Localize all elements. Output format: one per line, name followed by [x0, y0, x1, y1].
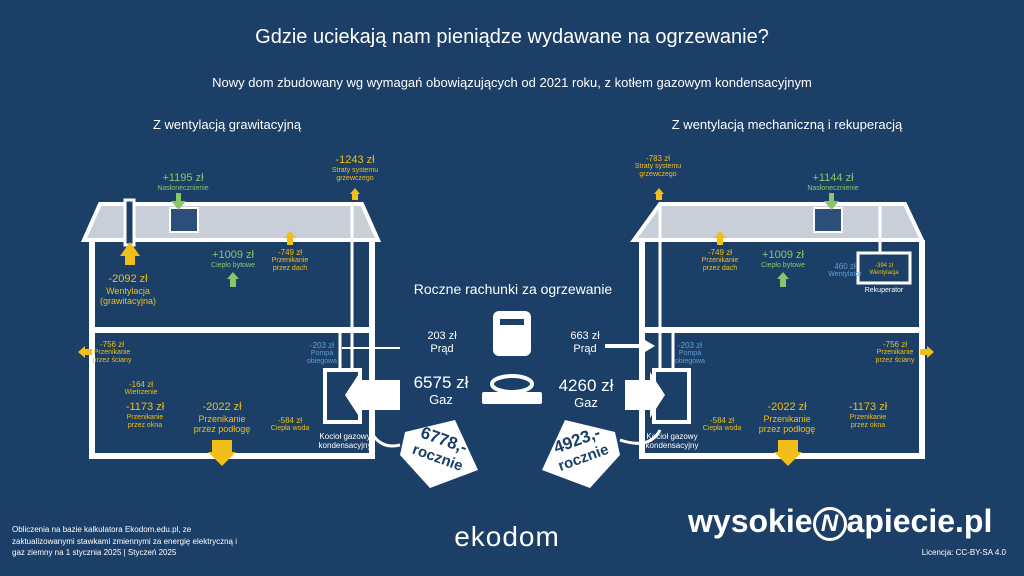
lightning-n-icon: N [812, 506, 847, 541]
gain-arrows [171, 193, 839, 287]
footer-note: Obliczenia na bazie kalkulatora Ekodom.e… [12, 525, 237, 558]
arrow-right-walls [920, 346, 934, 358]
recuperator-label: Rekuperator [864, 287, 904, 294]
bills-heading: Roczne rachunki za ogrzewanie [413, 281, 613, 297]
main-title: Gdzie uciekają nam pieniądze wydawane na… [255, 26, 769, 48]
gas-valve-icon [490, 374, 534, 394]
power-line-left [342, 347, 400, 349]
price-tags [368, 420, 662, 488]
price-tag-right [542, 420, 620, 488]
arrow-left-walls [78, 346, 92, 358]
power-arrow-right [605, 340, 655, 352]
right-heading: Z wentylacją mechaniczną i rekuperacją [671, 117, 903, 132]
license: Licencja: CC-BY-SA 4.0 [921, 548, 1006, 557]
electric-meter-icon [493, 311, 531, 356]
arrow-down-floor-right [774, 440, 802, 466]
windows [169, 207, 843, 233]
arrow-up-vent [120, 242, 140, 265]
arrows [78, 188, 934, 466]
ekodom-logo: ekodom [454, 521, 560, 552]
arrow-up-roof [284, 231, 296, 245]
gas-arrows [342, 340, 665, 418]
arrow-down-floor [208, 440, 236, 466]
arrow-up-system-right [654, 188, 664, 200]
arrow-up-system [350, 188, 360, 200]
arrow-up-roof-right [714, 231, 726, 245]
price-tag-left [400, 420, 478, 488]
left-heading: Z wentylacją grawitacyjną [152, 117, 302, 132]
meters [482, 311, 542, 404]
subtitle: Nowy dom zbudowany wg wymagań obowiązują… [212, 75, 812, 90]
